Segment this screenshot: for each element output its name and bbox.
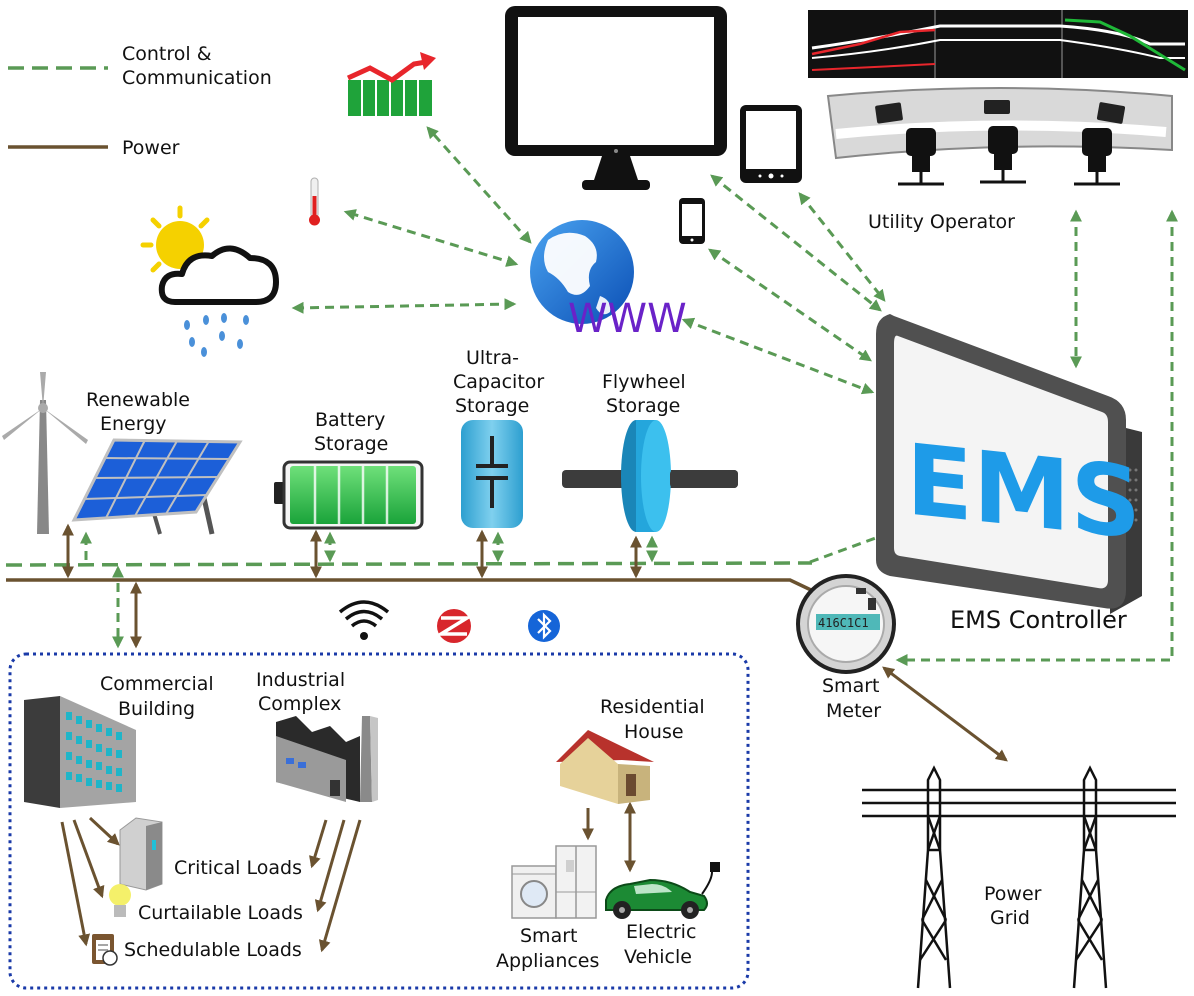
washing-machine-icon	[511, 865, 557, 919]
transmission-tower-icon	[862, 765, 1176, 989]
thermometer-icon	[309, 177, 320, 226]
meter-reading: 416C1C1	[818, 616, 869, 630]
lightbulb-icon	[109, 884, 131, 917]
globe-icon: WWW	[530, 220, 687, 342]
ultracap-label-3: Storage	[455, 395, 529, 417]
smart-appliances-label-2: Appliances	[496, 950, 599, 972]
renewable-label-2: Energy	[100, 413, 167, 435]
smart-meter-label: Smart	[822, 675, 879, 697]
server-icon	[119, 817, 163, 891]
loads-boundary	[8, 652, 750, 990]
commercial-label-2: Building	[118, 698, 195, 720]
utility-operator-label: Utility Operator	[868, 211, 1015, 233]
communication-links	[291, 126, 1178, 666]
power-grid-label: Power	[984, 883, 1042, 905]
ems-controller-label: EMS Controller	[950, 606, 1127, 634]
industrial-label-2: Complex	[258, 693, 341, 715]
ultracap-label-2: Capacitor	[453, 371, 544, 393]
weather-icon	[140, 205, 279, 357]
ems-device-icon: EMS	[876, 314, 1142, 614]
ev-label: Electric	[626, 921, 696, 943]
legend: Control & Communication Power	[8, 43, 272, 159]
residential-label: Residential	[600, 696, 705, 718]
critical-loads-label: Critical Loads	[174, 857, 302, 879]
residential-label-2: House	[624, 721, 684, 743]
flywheel-label: Flywheel	[602, 371, 686, 393]
industrial-factory-icon	[276, 716, 378, 802]
clipboard-clock-icon	[92, 934, 118, 966]
ultracapacitor-icon	[461, 420, 523, 528]
battery-label-2: Storage	[314, 433, 388, 455]
bluetooth-icon	[528, 610, 560, 642]
smart-appliances-label: Smart	[520, 925, 577, 947]
schedulable-loads-label: Schedulable Loads	[124, 939, 302, 961]
curtailable-loads-label: Curtailable Loads	[138, 902, 303, 924]
renewable-label: Renewable	[86, 389, 190, 411]
ev-label-2: Vehicle	[624, 946, 692, 968]
battery-icon	[274, 460, 424, 530]
wind-turbine-icon	[2, 372, 88, 534]
commercial-building-icon	[24, 696, 136, 808]
monitor-icon	[505, 6, 727, 190]
electric-car-icon	[605, 862, 720, 919]
refrigerator-icon	[555, 845, 597, 919]
ultracap-label: Ultra-	[466, 347, 519, 369]
flywheel-label-2: Storage	[606, 395, 680, 417]
tablet-icon	[740, 105, 802, 183]
battery-label: Battery	[315, 409, 385, 431]
legend-control-label-2: Communication	[122, 67, 272, 89]
flywheel-icon	[562, 420, 738, 532]
power-grid-label-2: Grid	[990, 907, 1030, 929]
zigbee-icon	[434, 609, 474, 643]
smart-meter-icon: 416C1C1	[796, 574, 896, 674]
smartphone-icon	[679, 198, 705, 244]
load-power-links	[60, 801, 636, 953]
stock-chart-icon	[346, 52, 436, 116]
smart-meter-label-2: Meter	[826, 700, 881, 722]
control-room-icon	[808, 10, 1188, 186]
www-label: WWW	[568, 296, 687, 342]
ems-logo: EMS	[906, 423, 1141, 561]
legend-control-label: Control &	[122, 43, 212, 65]
solar-panel-icon	[71, 438, 243, 535]
legend-power-label: Power	[122, 137, 180, 159]
commercial-label: Commercial	[100, 673, 214, 695]
buses	[5, 523, 833, 649]
industrial-label: Industrial	[256, 669, 345, 691]
wifi-icon	[338, 600, 390, 640]
house-icon	[556, 730, 654, 804]
